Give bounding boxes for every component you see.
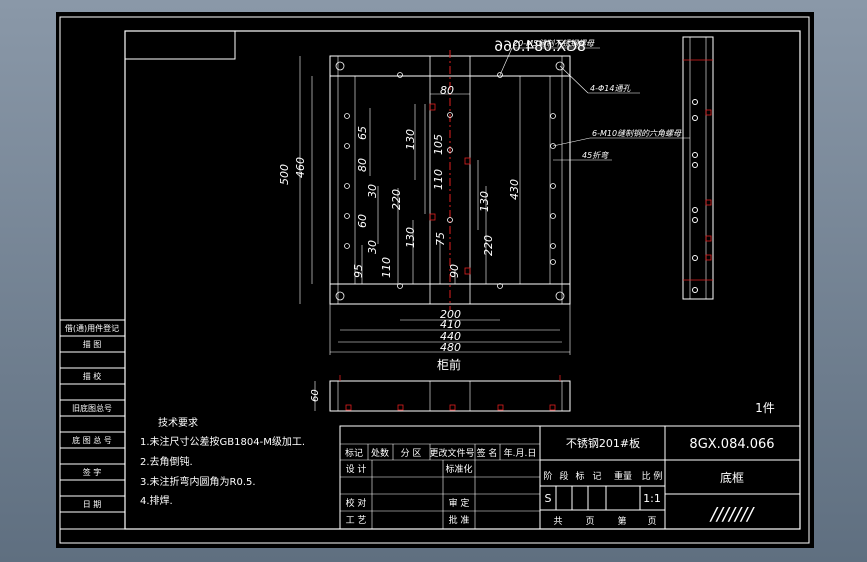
dim-95: 95 [352, 264, 365, 278]
hole-markers [335, 61, 565, 301]
panel-label: 日 期 [83, 500, 102, 509]
tb-cell: 签 名 [477, 447, 498, 459]
panel-label: 借(通)用件登记 [65, 323, 119, 333]
mirrored-drawing-number: 8GX.084.066 [494, 39, 586, 55]
dim-80-top: 80 [440, 84, 454, 97]
tb-cell: 页 [585, 516, 594, 527]
dim-430: 430 [508, 179, 521, 200]
callout-text: 4-Φ14通孔 [590, 84, 631, 93]
callout-leaders [499, 47, 690, 161]
dim-130c: 130 [478, 191, 491, 212]
tb-cell: 标准化 [445, 463, 472, 475]
callout-text: 6-M10缝制钢的六角螺母 [592, 129, 682, 138]
dim-110b: 110 [432, 169, 445, 190]
material: 不锈钢201#板 [566, 436, 640, 450]
tb-cell: 年.月.日 [504, 447, 537, 459]
tb-cell: 共 [553, 516, 562, 527]
outer-frame [59, 16, 810, 544]
quantity: 1件 [755, 401, 775, 415]
part-name: 底框 [720, 470, 744, 485]
slash-marks: /////// [709, 504, 755, 525]
tb-cell: 分 区 [401, 448, 422, 459]
tb-cell: 设 计 [346, 463, 367, 475]
tech-item: 4.排焊. [140, 494, 173, 507]
dim-220b: 220 [482, 235, 495, 256]
dim-440: 440 [440, 330, 461, 343]
dim-200: 200 [440, 308, 461, 321]
dim-60-side: 60 [310, 389, 321, 402]
tb-cell: 重量 [614, 470, 632, 482]
section-label: 柜前 [437, 357, 461, 372]
panel-label: 底 图 总 号 [72, 435, 112, 445]
dim-410: 410 [440, 318, 461, 331]
drawing-number: 8GX.084.066 [689, 437, 774, 452]
dim-65: 65 [356, 126, 369, 140]
tech-item: 1.未注尺寸公差按GB1804-M级加工. [140, 435, 305, 448]
dim-480: 480 [440, 341, 461, 354]
dim-130a: 130 [404, 129, 417, 150]
dim-220a: 220 [390, 189, 403, 210]
panel-label: 签 字 [83, 467, 102, 477]
tech-item: 2.去角倒钝. [140, 455, 193, 468]
tb-cell: 阶 [543, 470, 552, 482]
tb-cell: 审 定 [449, 497, 470, 509]
callout-text: 20-M5缝制不锈钢螺母 [513, 39, 595, 48]
dim-110: 110 [380, 257, 393, 278]
callout-text: 45折弯 [582, 151, 609, 160]
bottom-view [314, 380, 571, 412]
tb-cell: 记 [592, 471, 601, 482]
panel-label: 旧底图总号 [72, 403, 112, 413]
tb-cell: 第 [617, 515, 626, 527]
tech-title: 技术要求 [158, 416, 198, 429]
dim-30b: 30 [366, 240, 379, 254]
bottom-red-markers [339, 375, 561, 411]
dimension-lines [299, 56, 571, 355]
dim-105: 105 [432, 134, 445, 155]
panel-label: 描 图 [83, 339, 102, 349]
tb-cell: 更改文件号 [429, 447, 474, 459]
stage-value: S [545, 492, 552, 505]
title-block [339, 425, 801, 530]
side-red-markers [683, 59, 713, 281]
tb-cell: 工 艺 [346, 515, 367, 526]
left-registry-panel [59, 319, 126, 530]
tb-cell: 校 对 [346, 497, 367, 509]
dim-30a: 30 [366, 184, 379, 198]
tb-cell: 批 准 [449, 514, 470, 526]
dim-75: 75 [434, 232, 447, 246]
dim-60: 60 [356, 214, 369, 228]
tb-cell: 处数 [371, 447, 389, 459]
dim-80a: 80 [356, 158, 369, 172]
tb-cell: 标记 [345, 447, 363, 459]
dim-500: 500 [278, 164, 291, 185]
red-slot-markers [429, 103, 471, 275]
tb-cell: 页 [647, 516, 656, 527]
tb-cell: 段 [559, 470, 568, 482]
dim-130b: 130 [404, 227, 417, 248]
tech-item: 3.未注折弯内圆角为R0.5. [140, 475, 256, 488]
dim-460: 460 [294, 157, 307, 178]
panel-label: 描 校 [83, 371, 102, 381]
scale-value: 1:1 [643, 492, 661, 505]
side-view [682, 36, 714, 300]
mirror-number-box [124, 30, 236, 60]
tb-cell: 比 例 [642, 470, 663, 482]
tb-cell: 标 [575, 470, 584, 482]
dim-90: 90 [448, 264, 461, 278]
